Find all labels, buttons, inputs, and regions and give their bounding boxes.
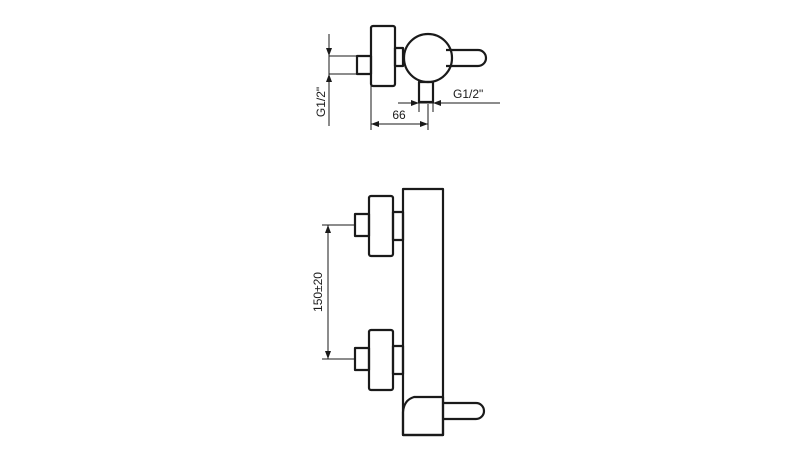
front-view-lower-connector [391,344,405,376]
front-view [353,187,486,437]
front-view-lower-inlet-stub [353,346,371,372]
dimension-inlet-spacing: 150±20 [311,224,355,360]
dimension-bottom-outlet: G1/2" [398,87,500,112]
side-inlet-thread-label: G1/2" [314,87,328,117]
top-view [355,24,488,104]
front-view-upper-inlet-stub [353,212,371,238]
front-view-upper-flange [367,194,395,258]
top-view-lever-handle [446,48,488,68]
depth-label: 66 [392,108,406,122]
top-view-wall-flange [369,24,397,88]
front-view-lower-flange [367,328,395,392]
front-view-cartridge-cap [401,395,445,437]
front-view-lever-handle [443,401,486,421]
inlet-spacing-label: 150±20 [311,272,325,312]
top-view-connector [393,46,405,68]
dimension-side-inlet: G1/2" [314,34,357,126]
top-view-mixer-body [402,32,454,84]
top-view-bottom-outlet [417,80,435,104]
front-view-upper-connector [391,210,405,242]
top-view-inlet-stub [355,54,373,76]
bottom-outlet-thread-label: G1/2" [453,87,483,101]
dimension-depth: 66 [370,86,429,130]
